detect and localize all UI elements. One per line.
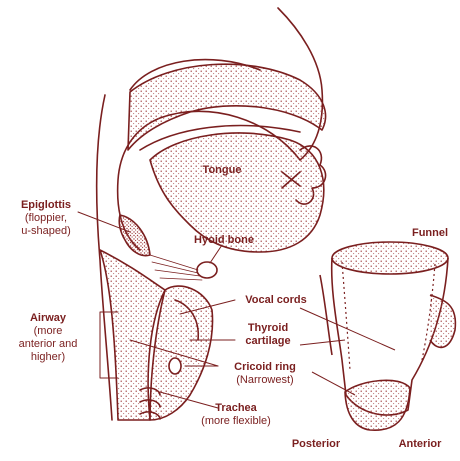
label-thyroid-cartilage: Thyroid cartilage [236, 322, 300, 348]
label-vocal-cords: Vocal cords [234, 294, 318, 307]
label-hyoid-bone: Hyoid bone [188, 234, 260, 247]
funnel-thyroid-leader [300, 340, 345, 345]
label-tongue: Tongue [192, 164, 252, 177]
epiglottis-shape [119, 215, 150, 256]
funnel-larynx [300, 242, 455, 430]
label-epiglottis: Epiglottis (floppier, u-shaped) [8, 199, 84, 238]
cricoid-shape [169, 358, 181, 374]
epiglottis-title: Epiglottis [8, 199, 84, 212]
epiglottis-note-2: u-shaped) [8, 225, 84, 238]
cricoid-title: Cricoid ring [220, 361, 310, 374]
larynx [150, 286, 213, 420]
trachea-title: Trachea [188, 402, 284, 415]
label-trachea: Trachea (more flexible) [188, 402, 284, 428]
airway-note-3: higher) [0, 351, 96, 364]
epiglottis-note-1: (floppier, [8, 212, 84, 225]
label-posterior: Posterior [284, 438, 348, 451]
hyoid-leader [210, 245, 222, 263]
label-cricoid-ring: Cricoid ring (Narrowest) [220, 361, 310, 387]
airway-note-1: (more [0, 325, 96, 338]
funnel-cricoid-leader [312, 372, 355, 395]
thyroid-line-1: Thyroid [236, 322, 300, 335]
trachea-note: (more flexible) [188, 415, 284, 428]
cricoid-note: (Narrowest) [220, 374, 310, 387]
airway-title: Airway [0, 312, 96, 325]
thyroid-line-2: cartilage [236, 335, 300, 348]
label-funnel: Funnel [402, 227, 458, 240]
airway-note-2: anterior and [0, 338, 96, 351]
label-anterior: Anterior [388, 438, 452, 451]
label-airway: Airway (more anterior and higher) [0, 312, 96, 364]
hyoid-fibers [150, 255, 202, 280]
